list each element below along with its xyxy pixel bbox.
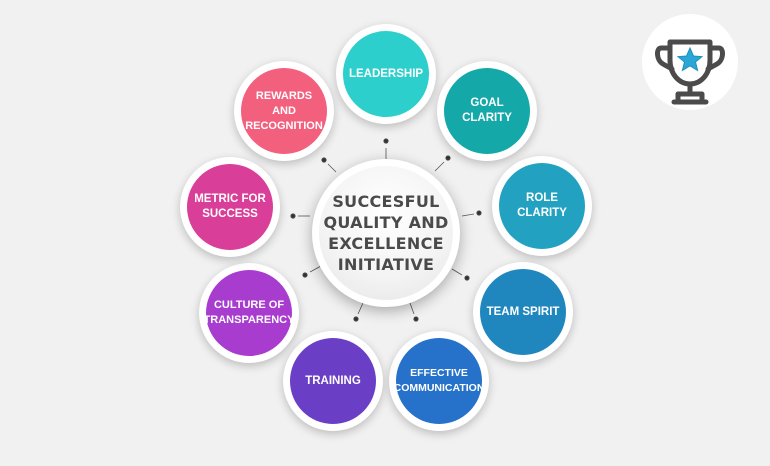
node-training: TRAINING: [283, 331, 383, 431]
node-role-clarity-label: ROLE CLARITY: [517, 192, 567, 219]
central-initiative-disc: SUCCESFUL QUALITY AND EXCELLENCE INITIAT…: [319, 166, 453, 300]
node-leadership-label: LEADERSHIP: [348, 67, 424, 80]
connector-goal-clarity: [434, 161, 445, 172]
connector-culture-of-transparency: [309, 265, 322, 273]
node-effective-communication-disc: EFFECTIVE COMMUNICATION: [394, 338, 484, 424]
central-initiative-title: SUCCESFUL QUALITY AND EXCELLENCE INITIAT…: [323, 192, 449, 274]
node-metric-for-success-disc: METRIC FOR SUCCESS: [187, 164, 273, 250]
trophy-star-icon: [655, 39, 725, 105]
connector-dot-goal-clarity: [445, 155, 451, 161]
node-goal-clarity: GOAL CLARITY: [437, 61, 537, 161]
node-culture-of-transparency-disc: CULTURE OF TRANSPARENCY: [204, 270, 294, 356]
connector-dot-leadership: [383, 138, 389, 144]
connector-dot-team-spirit: [464, 275, 470, 281]
node-rewards-and-recognition-label: REWARDS AND RECOGNITION: [245, 89, 323, 132]
connector-team-spirit: [451, 268, 463, 276]
node-role-clarity-disc: ROLE CLARITY: [499, 163, 585, 249]
node-metric-for-success-label: METRIC FOR SUCCESS: [194, 193, 266, 220]
node-goal-clarity-label: GOAL CLARITY: [462, 97, 512, 124]
node-leadership-disc: LEADERSHIP: [343, 31, 429, 117]
connector-training: [357, 302, 364, 315]
connector-dot-role-clarity: [476, 210, 482, 216]
trophy-badge: [642, 14, 738, 110]
node-effective-communication-label: EFFECTIVE COMMUNICATION: [393, 367, 485, 394]
central-initiative-circle: SUCCESFUL QUALITY AND EXCELLENCE INITIAT…: [312, 159, 460, 307]
node-effective-communication: EFFECTIVE COMMUNICATION: [389, 331, 489, 431]
connector-dot-metric-for-success: [290, 213, 296, 219]
node-rewards-and-recognition: REWARDS AND RECOGNITION: [234, 61, 334, 161]
node-team-spirit: TEAM SPIRIT: [473, 262, 573, 362]
node-team-spirit-label: TEAM SPIRIT: [486, 305, 560, 318]
connector-role-clarity: [461, 213, 475, 217]
node-training-disc: TRAINING: [290, 338, 376, 424]
node-metric-for-success: METRIC FOR SUCCESS: [180, 157, 280, 257]
connector-dot-effective-communication: [413, 316, 419, 322]
node-team-spirit-disc: TEAM SPIRIT: [480, 269, 566, 355]
trophy-star: [676, 46, 704, 72]
connector-dot-training: [353, 316, 359, 322]
node-rewards-and-recognition-disc: REWARDS AND RECOGNITION: [241, 68, 327, 154]
connector-rewards-and-recognition: [327, 163, 337, 173]
node-goal-clarity-disc: GOAL CLARITY: [444, 68, 530, 154]
node-role-clarity: ROLE CLARITY: [492, 156, 592, 256]
node-culture-of-transparency: CULTURE OF TRANSPARENCY: [199, 263, 299, 363]
node-leadership: LEADERSHIP: [336, 24, 436, 124]
connector-dot-rewards-and-recognition: [321, 157, 327, 163]
connector-dot-culture-of-transparency: [302, 272, 308, 278]
node-culture-of-transparency-label: CULTURE OF TRANSPARENCY: [203, 299, 295, 326]
node-training-label: TRAINING: [305, 374, 361, 387]
connector-effective-communication: [409, 302, 415, 315]
